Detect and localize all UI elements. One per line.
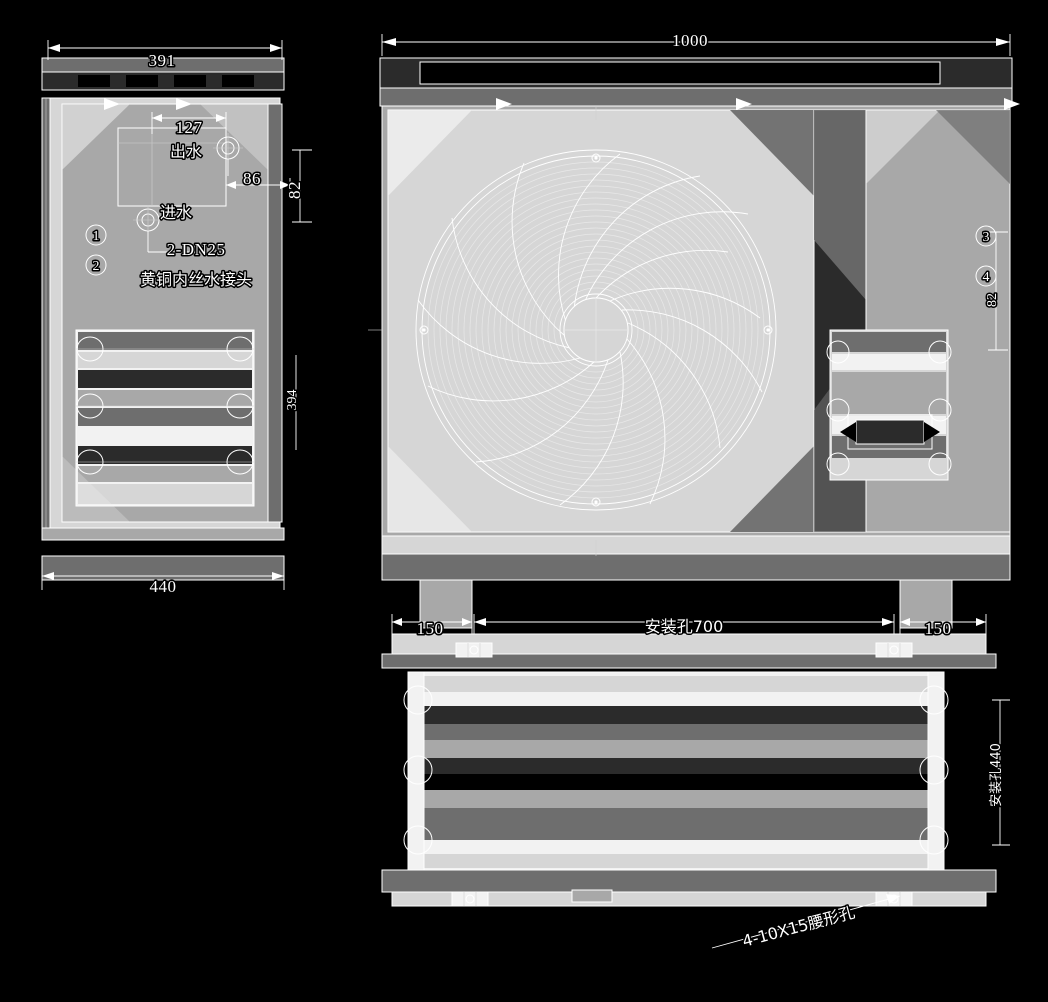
dim-127-label: 127 <box>176 118 203 137</box>
dim-mounting-span: 安装孔700 <box>473 614 895 638</box>
window-arrow-left <box>840 422 856 442</box>
front-view-base <box>382 554 1010 580</box>
dim-150-left-label: 150 <box>417 619 444 638</box>
plan-return-bend <box>919 825 949 855</box>
rail-slot <box>222 75 254 87</box>
dim-82-right-label: 82 <box>985 293 1000 307</box>
dim-394-vertical: 394 <box>284 355 302 450</box>
balloon-4-label: 4 <box>983 270 990 285</box>
plan-coil-pack <box>403 671 949 871</box>
left-view-top-rail <box>42 58 284 72</box>
dim-mounting-span-label: 安装孔700 <box>645 617 724 636</box>
plan-return-bend <box>403 685 433 715</box>
grille-rivet <box>419 325 429 335</box>
left-view-base <box>42 528 284 540</box>
rail-slot <box>78 75 110 87</box>
plan-mount-hole-left <box>455 642 493 658</box>
dim-1000-label: 1000 <box>672 31 708 50</box>
balloon-2: 2 <box>85 254 107 276</box>
plan-bottom-hole-left <box>451 891 489 907</box>
front-right-coil <box>826 329 952 481</box>
plan-top-rail <box>382 654 996 668</box>
dim-86: 86 <box>225 168 291 196</box>
balloon-1-label: 1 <box>93 229 100 244</box>
dim-440-label: 440 <box>150 577 177 596</box>
plan-mount-hole-right <box>875 642 913 658</box>
plan-left-mask <box>40 630 176 1002</box>
panel-chamfer-br <box>730 446 814 532</box>
outlet-port-symbol <box>213 133 243 163</box>
view-bottom-plan <box>40 630 997 1002</box>
plan-bottom-rail <box>382 870 996 892</box>
plan-bottom-hole-center <box>571 889 613 903</box>
balloon-3-label: 3 <box>983 230 990 245</box>
centerlines <box>368 106 597 556</box>
front-view-base-upper <box>382 536 1010 554</box>
fan-grille <box>415 149 777 511</box>
dim-150-left: 150 <box>391 614 473 640</box>
outlet-label: 出水 <box>170 142 202 161</box>
front-view-top-recess <box>420 62 940 84</box>
view-left-elevation <box>41 57 285 581</box>
view-front-elevation <box>379 57 1013 629</box>
dim-391-label: 391 <box>149 51 176 70</box>
dim-82-label: 82 <box>285 181 304 199</box>
window-arrow-right <box>924 422 940 442</box>
dim-391: 391 <box>47 40 283 72</box>
plan-return-bend <box>919 755 949 785</box>
grille-rivet <box>591 497 601 507</box>
balloon-3: 3 <box>975 225 997 247</box>
dim-394-label: 394 <box>285 390 300 411</box>
section-arrows <box>104 98 1020 110</box>
dim-82-right: 82 <box>984 231 1008 351</box>
left-view-right-strip <box>268 104 282 522</box>
dim-mounting-440-label: 安装孔440 <box>989 743 1004 807</box>
plan-top-bar <box>392 634 986 656</box>
dim-127: 127 <box>151 112 227 139</box>
plan-return-bend <box>919 685 949 715</box>
balloon-4: 4 <box>975 265 997 287</box>
port-spec-label: 2-DN25 <box>167 240 226 259</box>
panel-chamfer-tr <box>730 110 814 196</box>
dim-86-label: 86 <box>243 169 261 188</box>
left-view-coil-pack <box>75 329 255 507</box>
panel-chamfer-tl <box>388 110 472 196</box>
plan-return-bend <box>403 825 433 855</box>
balloon-2-label: 2 <box>93 259 100 274</box>
inlet-label: 进水 <box>160 203 192 222</box>
grille-rivet <box>591 153 601 163</box>
front-view-top-rail <box>380 88 1012 106</box>
dim-mounting-440: 安装孔440 <box>988 699 1010 846</box>
plan-bottom-bar <box>392 892 986 906</box>
balloon-1: 1 <box>85 224 107 246</box>
fan-spokes <box>417 153 763 506</box>
dim-150-right-label: 150 <box>925 619 952 638</box>
port-material-label: 黄铜内丝水接头 <box>140 270 252 289</box>
dim-150-right: 150 <box>899 614 987 640</box>
rail-slot <box>126 75 158 87</box>
grille-rivet <box>763 325 773 335</box>
dim-440: 440 <box>41 568 285 598</box>
dim-1000: 1000 <box>381 30 1011 56</box>
inspection-window-inner <box>856 420 924 444</box>
panel-chamfer-bl <box>388 446 472 532</box>
plan-return-bend <box>403 755 433 785</box>
water-port-detail: 1 2 <box>85 127 243 276</box>
dim-82: 82 <box>284 149 312 223</box>
rail-slot <box>174 75 206 87</box>
